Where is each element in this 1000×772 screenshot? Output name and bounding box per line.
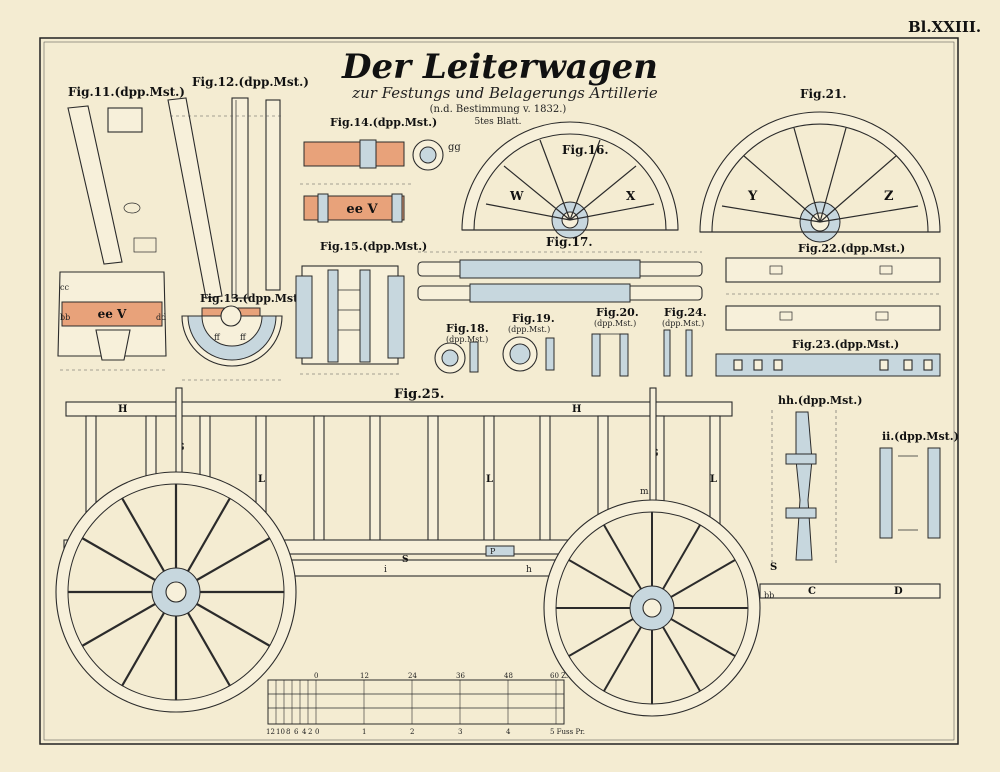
svg-text:ff: ff	[214, 333, 221, 342]
title-sheet: 5tes Blatt.	[474, 117, 521, 127]
svg-text:6: 6	[294, 728, 299, 736]
figure-hh: hh.(dpp.Mst.)	[771, 394, 862, 564]
title-main: Der Leiterwagen	[341, 47, 658, 87]
fig18-label: Fig.18.	[446, 322, 489, 335]
svg-text:12: 12	[266, 728, 275, 736]
svg-text:(dpp.Mst.): (dpp.Mst.)	[594, 319, 636, 328]
svg-text:h: h	[526, 565, 532, 575]
svg-text:(dpp.Mst.): (dpp.Mst.)	[508, 325, 550, 334]
svg-text:5 Fuss Pr.: 5 Fuss Pr.	[550, 728, 585, 736]
figure-14: Fig.14.(dpp.Mst.) gg ee V	[300, 116, 461, 223]
plate-border	[39, 37, 959, 745]
svg-text:Y: Y	[747, 189, 758, 204]
hh-label: hh.(dpp.Mst.)	[778, 394, 862, 407]
svg-text:1: 1	[362, 728, 366, 736]
svg-text:12: 12	[360, 672, 369, 680]
svg-text:(dpp.Mst.): (dpp.Mst.)	[446, 335, 488, 344]
svg-text:H: H	[572, 404, 581, 415]
svg-text:60 Z.: 60 Z.	[550, 672, 568, 680]
fig15-label: Fig.15.(dpp.Mst.)	[320, 240, 427, 253]
svg-text:C: C	[808, 586, 816, 597]
plate-number: Bl.XXIII.	[908, 18, 981, 36]
svg-text:gg: gg	[448, 142, 461, 153]
figure-18: Fig.18. (dpp.Mst.)	[434, 322, 489, 374]
part-ee-v-2: ee V	[346, 202, 378, 217]
svg-text:X: X	[626, 189, 636, 203]
fig23-label: Fig.23.(dpp.Mst.)	[792, 338, 899, 351]
figure-16: Fig.16. W X	[461, 121, 679, 239]
fig17-label: Fig.17.	[546, 235, 593, 249]
svg-text:(dpp.Mst.): (dpp.Mst.)	[662, 319, 704, 328]
title-note: (n.d. Bestimmung v. 1832.)	[430, 104, 567, 115]
figure-24: Fig.24. (dpp.Mst.)	[662, 306, 707, 377]
svg-text:0: 0	[315, 728, 319, 736]
svg-text:H: H	[118, 404, 127, 415]
figure-23: Fig.23.(dpp.Mst.)	[715, 338, 941, 377]
fig24-label: Fig.24.	[664, 306, 707, 319]
svg-text:i: i	[384, 565, 387, 575]
fig13-label: Fig.13.(dpp.Mst.)	[200, 292, 307, 305]
svg-text:m: m	[640, 487, 649, 497]
svg-text:3: 3	[458, 728, 462, 736]
svg-text:D: D	[894, 586, 903, 597]
fig16-label: Fig.16.	[562, 143, 609, 157]
fig22-label: Fig.22.(dpp.Mst.)	[798, 242, 905, 255]
figure-13: Fig.13.(dpp.Mst.) ff ff	[181, 292, 307, 381]
ii-label: ii.(dpp.Mst.)	[882, 430, 959, 443]
figure-21: Fig.21. Y Z	[699, 87, 941, 243]
figure-20: Fig.20. (dpp.Mst.)	[591, 306, 639, 377]
fig25-label: Fig.25.	[394, 387, 444, 402]
svg-text:ff: ff	[240, 333, 247, 342]
svg-text:S: S	[402, 555, 409, 565]
svg-text:10: 10	[276, 728, 285, 736]
title-sub: zur Festungs und Belagerungs Artillerie	[351, 84, 658, 102]
part-ee-v: ee V	[98, 307, 127, 321]
fig12-label: Fig.12.(dpp.Mst.)	[192, 75, 309, 89]
scale-bar: 0 12 24 36 48 60 Z. 12 10 8 6 4 2 0 1 2 …	[266, 672, 585, 736]
svg-text:W: W	[509, 189, 524, 203]
svg-text:0: 0	[314, 672, 318, 680]
fig11-label: Fig.11.(dpp.Mst.)	[68, 85, 185, 99]
figure-22: Fig.22.(dpp.Mst.)	[725, 242, 941, 331]
svg-text:4: 4	[506, 728, 511, 736]
rear-wheel	[55, 471, 297, 713]
svg-text:48: 48	[504, 672, 513, 680]
figure-11: Fig.11.(dpp.Mst.) ee V cc bb dd	[57, 85, 185, 371]
fig14-label: Fig.14.(dpp.Mst.)	[330, 116, 437, 129]
svg-text:L: L	[710, 474, 717, 485]
fig19-label: Fig.19.	[512, 312, 555, 325]
svg-text:bb: bb	[60, 313, 70, 322]
svg-text:2: 2	[308, 728, 312, 736]
figure-ii: ii.(dpp.Mst.)	[879, 430, 959, 539]
svg-text:36: 36	[456, 672, 465, 680]
svg-text:2: 2	[410, 728, 414, 736]
svg-text:Z: Z	[884, 189, 894, 204]
fig21-label: Fig.21.	[800, 87, 847, 101]
svg-text:L: L	[486, 474, 493, 485]
figure-17: Fig.17.	[417, 235, 703, 303]
svg-text:L: L	[258, 474, 265, 485]
front-wheel	[543, 499, 761, 717]
svg-text:dd: dd	[156, 313, 166, 322]
svg-text:8: 8	[286, 728, 290, 736]
svg-text:4: 4	[302, 728, 307, 736]
svg-text:P: P	[490, 547, 496, 556]
plate-border-inner	[43, 41, 955, 741]
figure-12: Fig.12.(dpp.Mst.)	[167, 75, 309, 299]
svg-text:cc: cc	[60, 283, 69, 292]
figure-15: Fig.15.(dpp.Mst.)	[295, 240, 427, 375]
svg-text:24: 24	[408, 672, 417, 680]
svg-text:bb: bb	[764, 591, 774, 600]
figure-19: Fig.19. (dpp.Mst.)	[502, 312, 555, 372]
fig20-label: Fig.20.	[596, 306, 639, 319]
svg-text:S: S	[770, 562, 777, 573]
